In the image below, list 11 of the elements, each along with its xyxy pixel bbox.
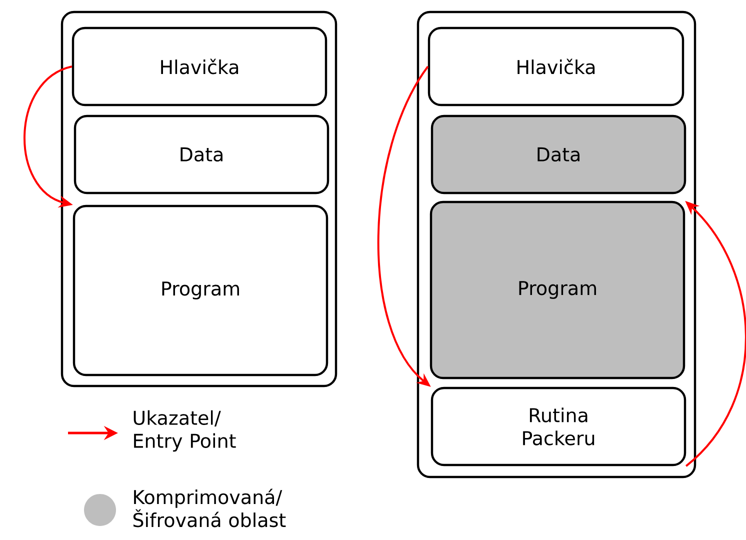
memory-block: Hlavička — [72, 26, 328, 106]
file-frame — [60, 10, 338, 388]
memory-block: Hlavička — [428, 26, 684, 106]
legend-text: Komprimovaná/ Šifrovaná oblast — [133, 488, 286, 528]
memory-block: Program — [430, 200, 686, 380]
file-frame — [416, 10, 696, 478]
memory-block: Rutina Packeru — [430, 386, 686, 466]
memory-block: Data — [430, 114, 686, 194]
legend-text: Ukazatel/ Entry Point — [134, 410, 236, 452]
memory-block: Program — [72, 204, 328, 376]
memory-block: Data — [74, 114, 330, 194]
